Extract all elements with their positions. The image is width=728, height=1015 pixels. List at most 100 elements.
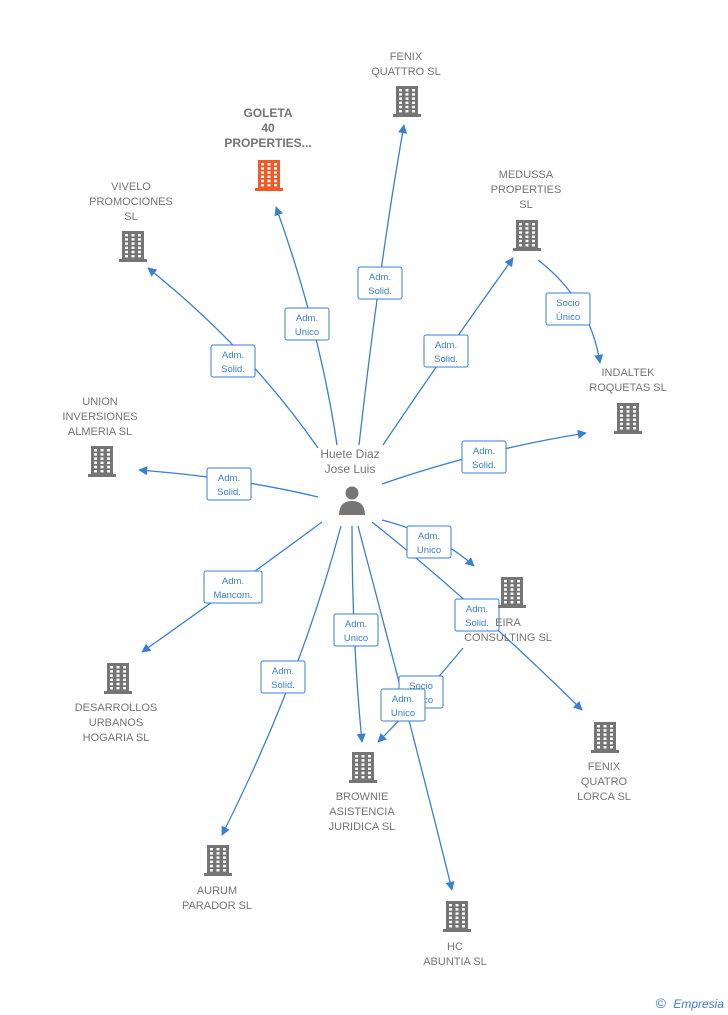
edge-label[interactable]: Adm. Unico — [380, 688, 426, 722]
edge-label-text: Socio — [556, 298, 580, 309]
company-node-eira[interactable]: EIRA CONSULTING SL — [464, 577, 552, 644]
edge-label-box — [461, 440, 507, 474]
edge-label-text: Adm. — [222, 350, 244, 361]
company-name-line: FENIX — [390, 51, 423, 63]
company-node-fenix-quatro[interactable]: FENIX QUATRO LORCA SL — [577, 722, 631, 803]
edge-label-box — [406, 525, 452, 559]
building-icon — [591, 722, 619, 753]
company-name-line: INVERSIONES — [62, 411, 137, 423]
building-icon — [498, 577, 526, 608]
edge-label[interactable]: Adm.Unico — [284, 307, 330, 341]
edge-label-text: Adm. — [435, 340, 457, 351]
edge-label[interactable]: Adm. Solid. — [461, 440, 507, 474]
company-name-line: ROQUETAS SL — [589, 382, 666, 394]
building-icon — [443, 901, 471, 932]
company-node-aurum[interactable]: AURUM PARADOR SL — [182, 845, 252, 912]
company-node-hc[interactable]: HC ABUNTIA SL — [423, 901, 487, 968]
edge-label-box — [357, 266, 403, 300]
building-icon — [349, 752, 377, 783]
edge-label[interactable]: Adm.Solid. — [210, 344, 256, 378]
person-icon — [339, 486, 365, 515]
company-name-line: QUATRO — [581, 776, 628, 788]
edge-label-text: Unico — [417, 545, 441, 556]
company-name-line: ASISTENCIA — [329, 806, 395, 818]
edge-label[interactable]: Adm.Unico — [333, 613, 379, 647]
company-name-line: PARADOR SL — [182, 900, 252, 912]
company-name-line: EIRA — [495, 617, 521, 629]
copyright-icon: © — [655, 995, 666, 1011]
edge-label-text: Adm. — [466, 604, 488, 615]
edge-label-text: Adm. — [473, 446, 495, 457]
edge-center-to-hc — [357, 525, 455, 891]
person-name-line: Jose Luis — [325, 462, 376, 476]
company-name-line: SL — [519, 199, 532, 211]
edge-label-box — [206, 467, 252, 501]
company-name-line: PROPERTIES... — [224, 136, 311, 150]
company-name-line: CONSULTING SL — [464, 632, 552, 644]
building-icon — [204, 845, 232, 876]
edge-label[interactable]: Adm. Solid. — [454, 598, 500, 632]
edge-label-text: Solid. — [217, 487, 241, 498]
edge-label[interactable]: Adm. Unico — [406, 525, 452, 559]
company-name-line: SL — [124, 211, 137, 223]
edge-label-text: Solid. — [368, 286, 392, 297]
edge-label[interactable]: Adm.Mancom. — [203, 570, 263, 604]
edge-label-text: Solid. — [465, 618, 489, 629]
company-name-line: ALMERIA SL — [68, 426, 132, 438]
footer: © Empresia — [656, 995, 724, 1011]
company-name-line: LORCA SL — [577, 791, 631, 803]
company-name-line: DESARROLLOS — [75, 702, 158, 714]
edge-label-box — [454, 598, 500, 632]
edge-label[interactable]: Adm. Solid. — [357, 266, 403, 300]
company-node-goleta[interactable]: GOLETA40PROPERTIES... — [224, 106, 312, 191]
edge-label-text: Adm. — [222, 576, 244, 587]
company-name-line: JURIDICA SL — [329, 821, 396, 833]
edge-label-text: Adm. — [369, 272, 391, 283]
company-name-line: FENIX — [588, 761, 621, 773]
company-node-desarrollos[interactable]: DESARROLLOS URBANOS HOGARIA SL — [75, 663, 158, 744]
building-icon — [513, 220, 541, 251]
company-name-line: HOGARIA SL — [83, 732, 150, 744]
edge-label-text: Solid. — [271, 680, 295, 691]
company-name-line: ABUNTIA SL — [423, 956, 487, 968]
brand-logo[interactable]: Empresia — [673, 997, 724, 1011]
edge-label-text: Solid. — [472, 460, 496, 471]
edge-label-box — [423, 334, 469, 368]
company-node-union[interactable]: UNION INVERSIONES ALMERIA SL — [62, 396, 138, 477]
edge-label-box — [210, 344, 256, 378]
building-icon — [614, 403, 642, 434]
edge-label-box — [545, 292, 591, 326]
edge-label-text: Adm. — [218, 473, 240, 484]
edge-label-text: Adm. — [272, 666, 294, 677]
edge-label-text: Adm. — [392, 694, 414, 705]
edge-label-text: Unico — [295, 327, 319, 338]
company-name-line: UNION — [82, 396, 118, 408]
company-name-line: PROPERTIES — [491, 184, 562, 196]
company-name-line: BROWNIE — [336, 791, 389, 803]
edge-label-box — [380, 688, 426, 722]
company-name-line: GOLETA — [243, 106, 292, 120]
company-name-line: AURUM — [197, 885, 237, 897]
edge-label[interactable]: Adm. Solid. — [260, 660, 306, 694]
company-name-line: URBANOS — [89, 717, 143, 729]
company-name-line: 40 — [261, 121, 275, 135]
company-name-line: INDALTEK — [602, 367, 656, 379]
edge-label-box — [284, 307, 330, 341]
company-name-line: HC — [447, 941, 463, 953]
edge-label-text: Adm. — [418, 531, 440, 542]
building-icon — [104, 663, 132, 694]
company-name-line: PROMOCIONES — [89, 196, 173, 208]
edge-label-text: Unico — [344, 633, 368, 644]
company-node-brownie[interactable]: BROWNIE ASISTENCIA JURIDICA SL — [329, 752, 396, 833]
edge-label-box — [260, 660, 306, 694]
edge-label[interactable]: Adm.Solid. — [423, 334, 469, 368]
edge-label-text: Unico — [391, 708, 415, 719]
company-node-indaltek[interactable]: INDALTEK ROQUETAS SL — [589, 367, 667, 434]
edge-label[interactable]: Adm. Solid. — [206, 467, 252, 501]
